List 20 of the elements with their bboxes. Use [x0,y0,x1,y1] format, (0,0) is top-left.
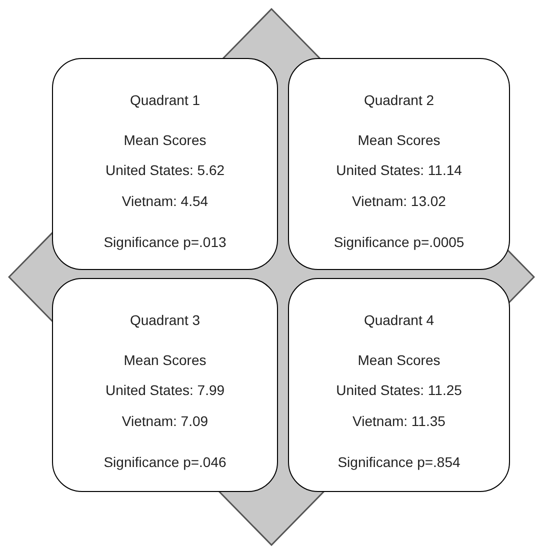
score-text: Mean Scores [124,351,206,369]
score-text: Vietnam: 7.09 [122,412,208,430]
score-text: Significance p=.0005 [334,233,464,251]
score-text: United States: 11.14 [336,161,462,179]
quadrant-title: Quadrant 3 [130,311,200,329]
score-text: United States: 5.62 [105,161,225,179]
score-text: Significance p=.046 [104,453,226,471]
quadrant-title: Quadrant 1 [130,91,200,109]
score-text: Mean Scores [358,131,440,149]
score-text: Significance p=.854 [338,453,460,471]
score-text: Significance p=.013 [104,233,226,251]
quadrant-title: Quadrant 2 [364,91,434,109]
score-text: Mean Scores [124,131,206,149]
quadrant-title: Quadrant 4 [364,311,434,329]
score-text: Vietnam: 11.35 [352,412,446,430]
score-text: Vietnam: 13.02 [352,192,446,210]
score-text: United States: 7.99 [105,381,225,399]
score-text: Mean Scores [358,351,440,369]
score-text: United States: 11.25 [336,381,462,399]
score-text: Vietnam: 4.54 [122,192,208,210]
